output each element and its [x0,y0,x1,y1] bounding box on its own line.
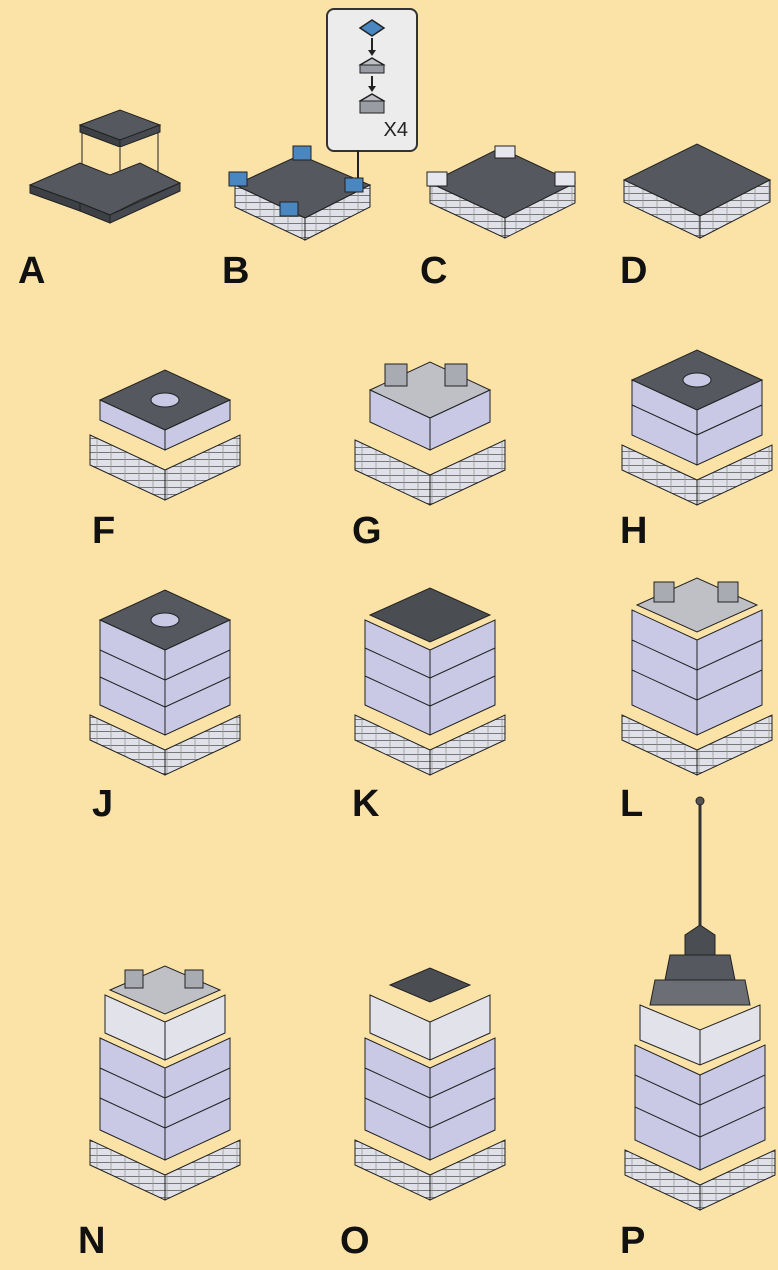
step-label-d: D [620,252,647,290]
step-j-diagram [90,585,240,780]
step-b-diagram [225,140,385,250]
step-h-diagram [622,340,772,510]
step-f-diagram [90,355,240,505]
step-label-h: H [620,512,647,550]
step-a-diagram [20,105,190,235]
step-d-diagram [622,138,778,248]
step-p-diagram [625,795,775,1215]
step-label-p: P [620,1222,645,1260]
step-k-diagram [355,580,505,780]
step-label-a: A [18,252,45,290]
step-l-diagram [622,570,772,780]
step-c-diagram [425,138,585,248]
step-label-g: G [352,512,382,550]
step-n-diagram [90,960,240,1210]
step-label-j: J [92,785,113,823]
step-label-k: K [352,785,379,823]
step-label-f: F [92,512,115,550]
step-label-n: N [78,1222,105,1260]
step-label-o: O [340,1222,370,1260]
step-label-b: B [222,252,249,290]
step-o-diagram [355,960,505,1210]
step-g-diagram [355,350,505,510]
step-label-c: C [420,252,447,290]
